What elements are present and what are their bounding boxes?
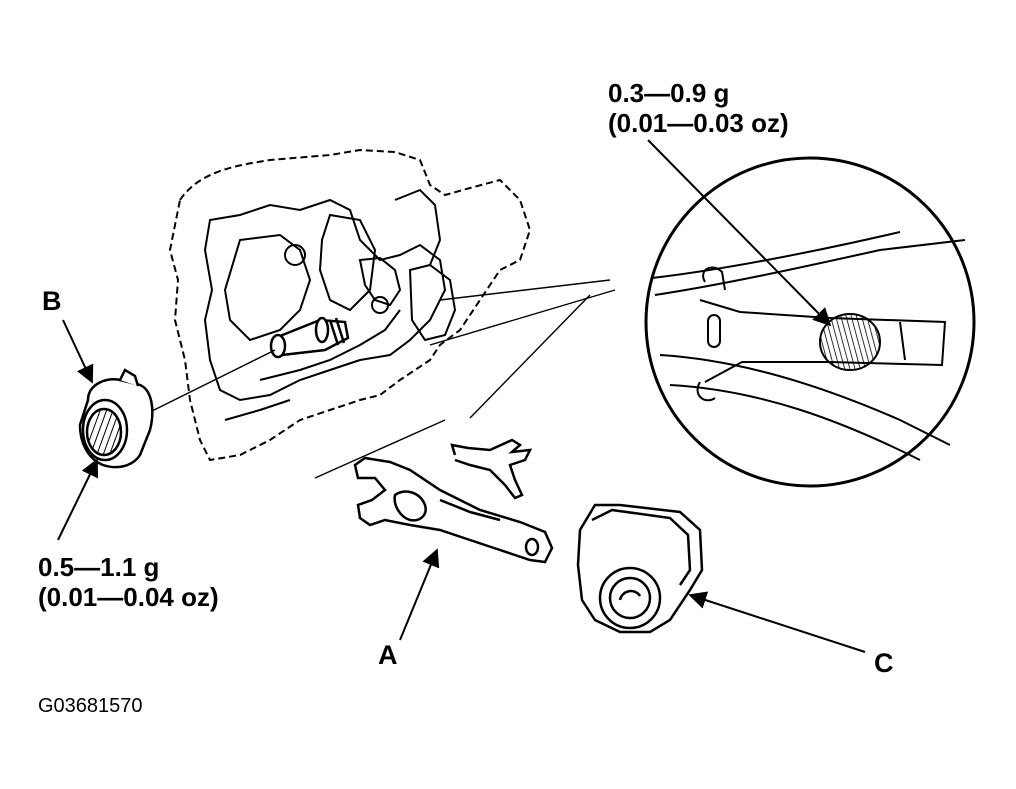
transmission-housing	[168, 148, 532, 462]
fork-pivot-grease-spec: 0.3—0.9 g (0.01—0.03 oz)	[608, 78, 789, 138]
arrow-c	[688, 591, 866, 653]
release-bearing-grease-grams: 0.5—1.1 g	[38, 552, 160, 582]
release-bearing	[78, 368, 154, 469]
label-a: A	[378, 640, 398, 670]
callout-arrows	[57, 139, 866, 653]
fork-pivot-grease-ounces: (0.01—0.03 oz)	[608, 108, 789, 138]
label-b: B	[42, 286, 62, 316]
arrow-b	[62, 319, 94, 384]
figure-code: G03681570	[38, 695, 143, 717]
slave-cylinder	[576, 503, 704, 634]
label-c: C	[874, 648, 894, 678]
release-bearing-grease-spec: 0.5—1.1 g (0.01—0.04 oz)	[38, 552, 219, 612]
arrow-to-detail-pivot	[647, 139, 832, 327]
alignment-lines	[149, 294, 591, 479]
fork-pivot-grease-grams: 0.3—0.9 g	[608, 78, 730, 108]
arrow-a	[399, 548, 440, 641]
release-bearing-grease-ounces: (0.01—0.04 oz)	[38, 582, 219, 612]
spring-clip	[450, 438, 533, 500]
release-fork	[353, 456, 554, 564]
arrow-bearing-grease	[57, 458, 98, 541]
input-shaft	[269, 316, 350, 359]
detail-leader-lines	[429, 279, 616, 346]
detail-view-circle	[644, 156, 976, 488]
